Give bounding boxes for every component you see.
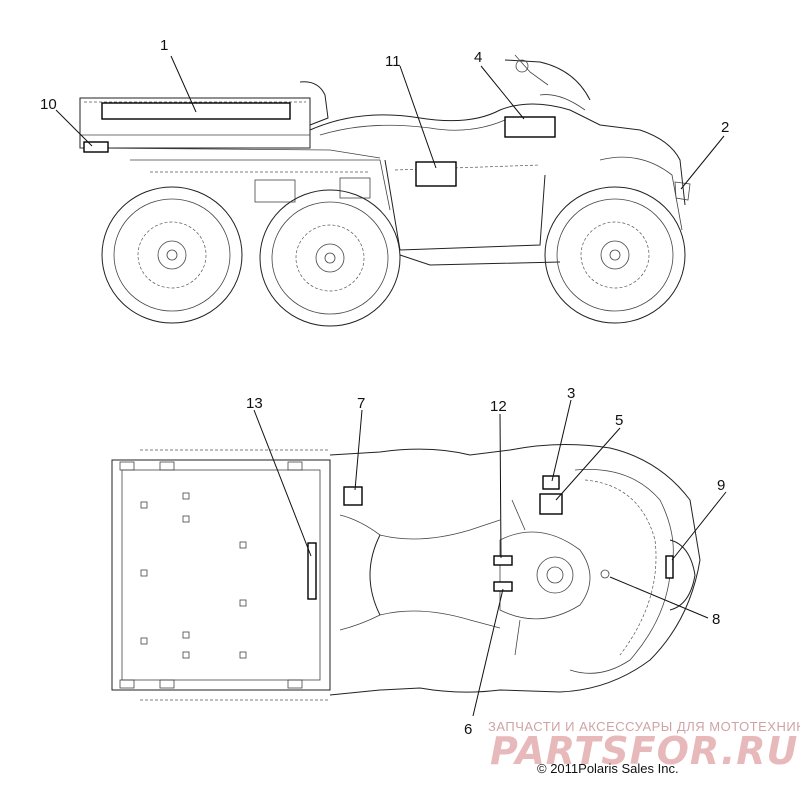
decal-4 xyxy=(504,116,556,138)
decal-3 xyxy=(542,475,560,490)
wheel-rear-2 xyxy=(259,189,401,327)
body-side xyxy=(130,54,686,266)
callout-3: 3 xyxy=(567,385,575,402)
callout-5: 5 xyxy=(615,412,623,429)
cargo-box-top xyxy=(111,459,331,691)
callout-7: 7 xyxy=(357,395,365,412)
callout-10: 10 xyxy=(40,96,57,113)
cargo-box-side xyxy=(79,81,381,159)
copyright-text: © 2011Polaris Sales Inc. xyxy=(537,761,679,776)
decal-10 xyxy=(83,141,109,153)
decal-13 xyxy=(307,542,317,600)
callout-12: 12 xyxy=(490,398,507,415)
wheel-front xyxy=(544,186,686,324)
callout-1: 1 xyxy=(160,37,168,54)
callout-6: 6 xyxy=(464,721,472,738)
decal-9 xyxy=(665,555,674,579)
wheel-rear-1 xyxy=(101,186,243,324)
decal-12 xyxy=(493,555,513,566)
callout-8: 8 xyxy=(712,611,720,628)
callout-labels: 1 2 3 4 5 6 7 8 9 10 11 12 13 xyxy=(40,37,729,738)
callout-13: 13 xyxy=(246,395,263,412)
callout-2: 2 xyxy=(721,119,729,136)
callout-9: 9 xyxy=(717,477,725,494)
watermark-tagline: ЗАПЧАСТИ И АКСЕССУАРЫ ДЛЯ МОТОТЕХНИКИ xyxy=(488,719,800,734)
chassis-top xyxy=(140,443,701,701)
decal-7 xyxy=(343,486,363,506)
side-view xyxy=(55,54,725,327)
decal-11 xyxy=(415,161,457,187)
top-view xyxy=(111,399,727,717)
callout-4: 4 xyxy=(474,49,482,66)
watermark-brand: PARTSFOR.RU xyxy=(490,729,798,773)
callout-11: 11 xyxy=(385,53,401,70)
